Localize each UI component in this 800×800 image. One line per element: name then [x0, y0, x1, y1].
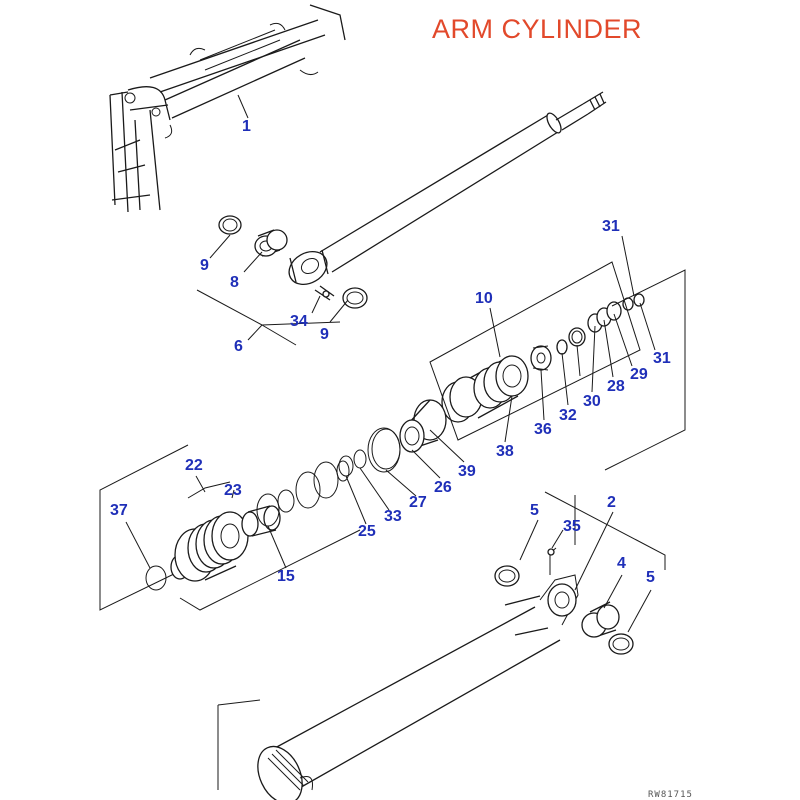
callout-29: 29 — [630, 366, 648, 383]
callout-4: 4 — [617, 555, 626, 572]
drawing-code: RW81715 — [648, 790, 693, 800]
callout-26: 26 — [434, 479, 452, 496]
callout-9-right: 9 — [320, 326, 329, 343]
cylinder-body-drawing — [217, 491, 666, 800]
callout-27: 27 — [409, 494, 427, 511]
excavator-arm-drawing — [109, 4, 346, 213]
callout-9-left: 9 — [200, 257, 209, 274]
piston-parts-drawing — [338, 261, 686, 477]
callout-6: 6 — [234, 338, 243, 355]
callout-30: 30 — [583, 393, 601, 410]
callout-31-right: 31 — [653, 350, 671, 367]
callout-22: 22 — [185, 457, 203, 474]
callout-10: 10 — [475, 290, 493, 307]
callout-5-right: 5 — [646, 569, 655, 586]
cylinder-head-parts-drawing — [99, 444, 361, 611]
callout-25: 25 — [358, 523, 376, 540]
callout-37: 37 — [110, 502, 128, 519]
callout-15: 15 — [277, 568, 295, 585]
diagram-title: ARM CYLINDER — [432, 14, 643, 44]
callout-1: 1 — [242, 118, 251, 135]
callout-2: 2 — [607, 494, 616, 511]
callout-28: 28 — [607, 378, 625, 395]
callout-5-left: 5 — [530, 502, 539, 519]
callout-8: 8 — [230, 274, 239, 291]
piston-rod-drawing — [288, 91, 607, 286]
callout-35: 35 — [563, 518, 581, 535]
callout-38: 38 — [496, 443, 514, 460]
callout-34: 34 — [290, 313, 308, 330]
callout-31-top: 31 — [602, 218, 620, 235]
callout-23: 23 — [224, 482, 242, 499]
callout-39: 39 — [458, 463, 476, 480]
leader-lines — [125, 94, 656, 633]
rod-end-parts-drawing — [218, 215, 368, 309]
callout-32: 32 — [559, 407, 577, 424]
callout-33: 33 — [384, 508, 402, 525]
callout-36: 36 — [534, 421, 552, 438]
